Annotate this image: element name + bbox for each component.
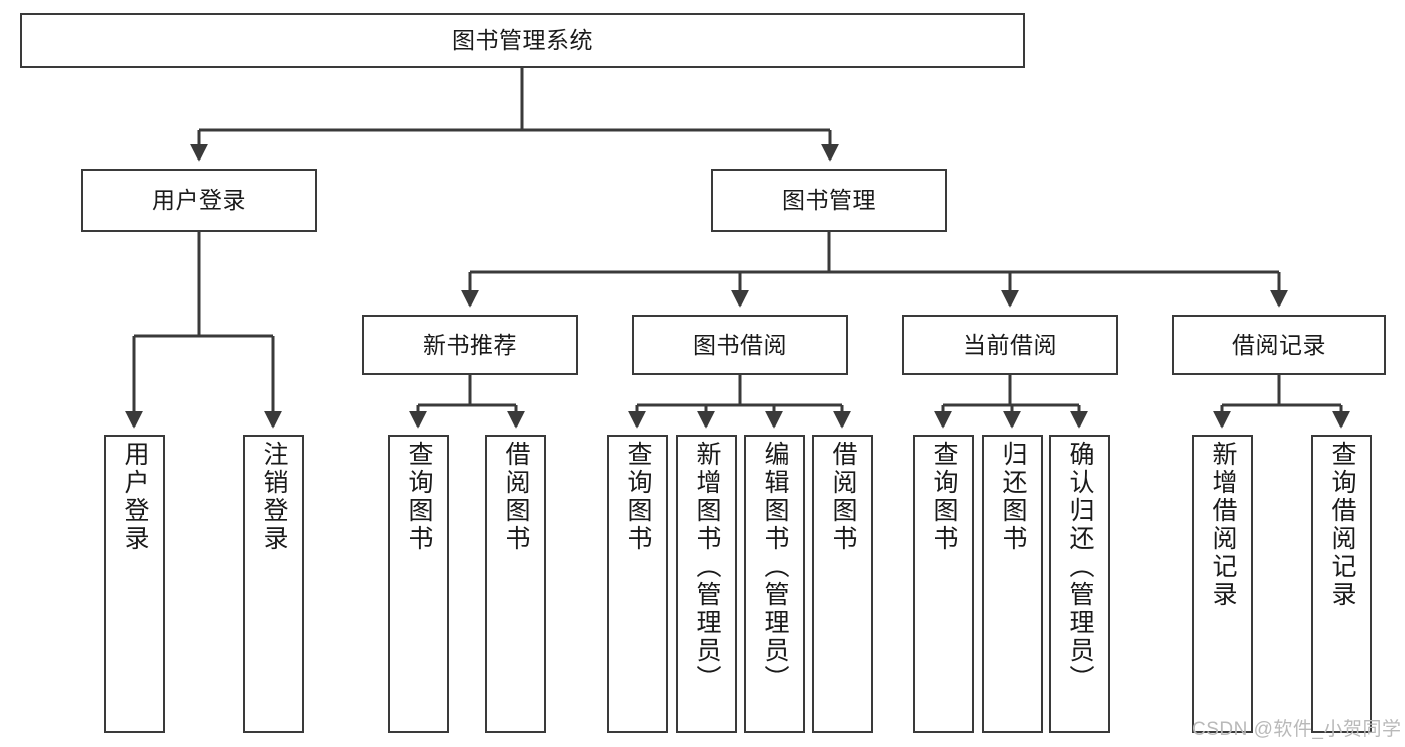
node-book-management-label: 图书管理: [782, 187, 876, 214]
leaf-add-book-admin-label: 新增图书（管理员）: [693, 441, 721, 693]
node-book-borrow-label: 图书借阅: [693, 331, 787, 358]
leaf-query-books-borrow[interactable]: 查询图书: [607, 435, 668, 733]
node-user-login-label: 用户登录: [152, 187, 246, 214]
leaf-add-book-admin[interactable]: 新增图书（管理员）: [676, 435, 737, 733]
node-root[interactable]: 图书管理系统: [20, 13, 1025, 68]
leaf-query-borrow-record[interactable]: 查询借阅记录: [1311, 435, 1372, 733]
leaf-borrow-books-label: 借阅图书: [829, 441, 857, 553]
leaf-query-books-borrow-label: 查询图书: [624, 441, 652, 553]
leaf-return-books[interactable]: 归还图书: [982, 435, 1043, 733]
leaf-query-books-newbook-label: 查询图书: [405, 441, 433, 553]
node-new-book-recommend-label: 新书推荐: [423, 331, 517, 358]
leaf-confirm-return-admin-label: 确认归还（管理员）: [1066, 441, 1094, 693]
leaf-borrow-books-newbook[interactable]: 借阅图书: [485, 435, 546, 733]
leaf-logout-label: 注销登录: [260, 441, 288, 553]
node-user-login[interactable]: 用户登录: [81, 169, 317, 232]
node-book-borrow[interactable]: 图书借阅: [632, 315, 848, 375]
node-book-management[interactable]: 图书管理: [711, 169, 947, 232]
node-new-book-recommend[interactable]: 新书推荐: [362, 315, 578, 375]
leaf-confirm-return-admin[interactable]: 确认归还（管理员）: [1049, 435, 1110, 733]
leaf-borrow-books-newbook-label: 借阅图书: [502, 441, 530, 553]
leaf-user-login-label: 用户登录: [121, 441, 149, 553]
leaf-user-login[interactable]: 用户登录: [104, 435, 165, 733]
leaf-borrow-books[interactable]: 借阅图书: [812, 435, 873, 733]
leaf-query-books-current[interactable]: 查询图书: [913, 435, 974, 733]
leaf-query-books-newbook[interactable]: 查询图书: [388, 435, 449, 733]
node-current-borrow-label: 当前借阅: [963, 331, 1057, 358]
leaf-query-books-current-label: 查询图书: [930, 441, 958, 553]
csdn-watermark: CSDN @软件_小贺同学: [1192, 719, 1402, 740]
leaf-add-borrow-record-label: 新增借阅记录: [1209, 441, 1237, 609]
node-borrow-record[interactable]: 借阅记录: [1172, 315, 1386, 375]
leaf-edit-book-admin-label: 编辑图书（管理员）: [761, 441, 789, 693]
leaf-edit-book-admin[interactable]: 编辑图书（管理员）: [744, 435, 805, 733]
node-root-label: 图书管理系统: [452, 27, 593, 54]
leaf-return-books-label: 归还图书: [999, 441, 1027, 553]
leaf-query-borrow-record-label: 查询借阅记录: [1328, 441, 1356, 609]
node-current-borrow[interactable]: 当前借阅: [902, 315, 1118, 375]
leaf-add-borrow-record[interactable]: 新增借阅记录: [1192, 435, 1253, 733]
node-borrow-record-label: 借阅记录: [1232, 331, 1326, 358]
leaf-logout[interactable]: 注销登录: [243, 435, 304, 733]
